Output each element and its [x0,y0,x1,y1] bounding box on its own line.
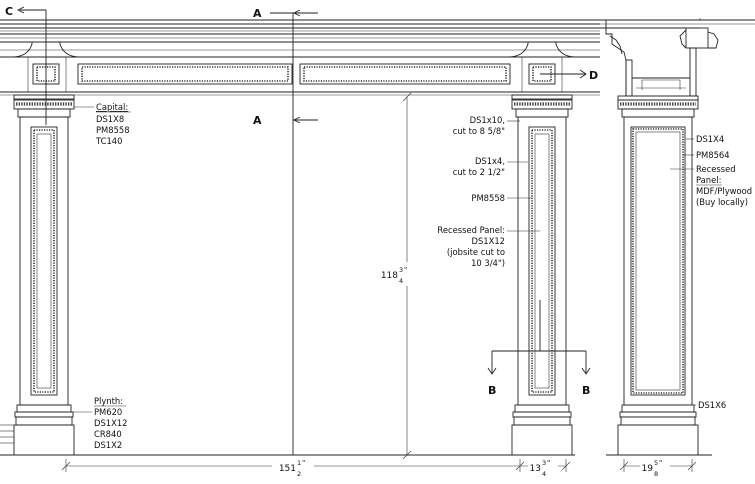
section-marker-a-mid: A [253,114,262,127]
recessed-panel-label: Recessed Panel: [437,225,505,235]
plinth-heading: Plynth: [94,396,123,406]
column-width-unit: " [547,459,550,467]
section-cut-lines [16,6,591,455]
side-recessed-heading: Panel: [696,175,721,185]
opening-width-unit: " [302,459,305,467]
section-marker-b-left: B [488,384,496,397]
height-dim-den: 4 [399,277,403,285]
capital-item: DS1X8 [96,114,124,124]
capital-heading: Capital: [96,102,128,112]
ds1x4-cut-label: cut to 2 1/2" [453,167,505,177]
section-marker-d: D [589,69,598,82]
side-recessed-heading: Recessed [696,164,736,174]
opening-width-whole: 151 [279,464,296,474]
opening-width-num: 1 [297,459,301,467]
width-dimensions: 151 1 2 " 13 3 4 " [61,456,571,478]
height-dim-whole: 118 [381,271,398,281]
side-recessed-item: MDF/Plywood [696,186,752,196]
side-depth-dimension: 19 5 8 " [619,457,697,478]
side-depth-num: 5 [654,459,658,467]
ds1x4-label: DS1x4, [475,156,505,166]
side-ds1x4-label: DS1X4 [696,134,724,144]
column-width-whole: 13 [530,464,541,474]
plinth-item: PM620 [94,407,122,417]
section-marker-c: C [5,5,13,18]
side-pm8564-label: PM8564 [696,150,730,160]
recessed-panel-item: (jobsite cut to [447,247,505,257]
section-marker-b-right: B [582,384,590,397]
side-view-callouts: DS1X4 PM8564 Recessed Panel: MDF/Plywood… [670,134,752,410]
side-ds1x6-label: DS1X6 [698,400,726,410]
right-column-callouts: DS1x10, cut to 8 5/8" DS1x4, cut to 2 1/… [437,115,540,268]
pm8558-label: PM8558 [471,193,505,203]
plinth-callout: Plynth: PM620 DS1X12 CR840 DS1X2 [72,396,128,450]
side-view-section [600,18,755,456]
section-marker-a-top: A [253,7,262,20]
capital-callout: Capital: DS1X8 PM8558 TC140 [74,102,131,146]
opening-width-den: 2 [297,470,301,478]
right-column [511,94,573,456]
plinth-item: DS1X2 [94,440,122,450]
height-dim-num: 3 [399,266,403,274]
left-column [0,94,75,456]
plinth-item: DS1X12 [94,418,128,428]
capital-item: TC140 [95,136,122,146]
height-dimension: 118 3 4 " [381,92,412,460]
side-depth-den: 8 [654,470,658,478]
entablature [0,19,600,96]
plinth-item: CR840 [94,429,122,439]
capital-item: PM8558 [96,125,130,135]
ds1x10-cut-label: cut to 8 5/8" [453,126,505,136]
side-depth-unit: " [659,459,662,467]
side-depth-whole: 19 [642,464,654,474]
column-width-den: 4 [542,470,546,478]
column-width-num: 3 [542,459,546,467]
recessed-panel-item: DS1X12 [472,236,506,246]
recessed-panel-item: 10 3/4") [471,258,505,268]
height-dim-unit: " [404,266,407,274]
side-recessed-item: (Buy locally) [696,197,748,207]
ds1x10-label: DS1x10, [470,115,505,125]
